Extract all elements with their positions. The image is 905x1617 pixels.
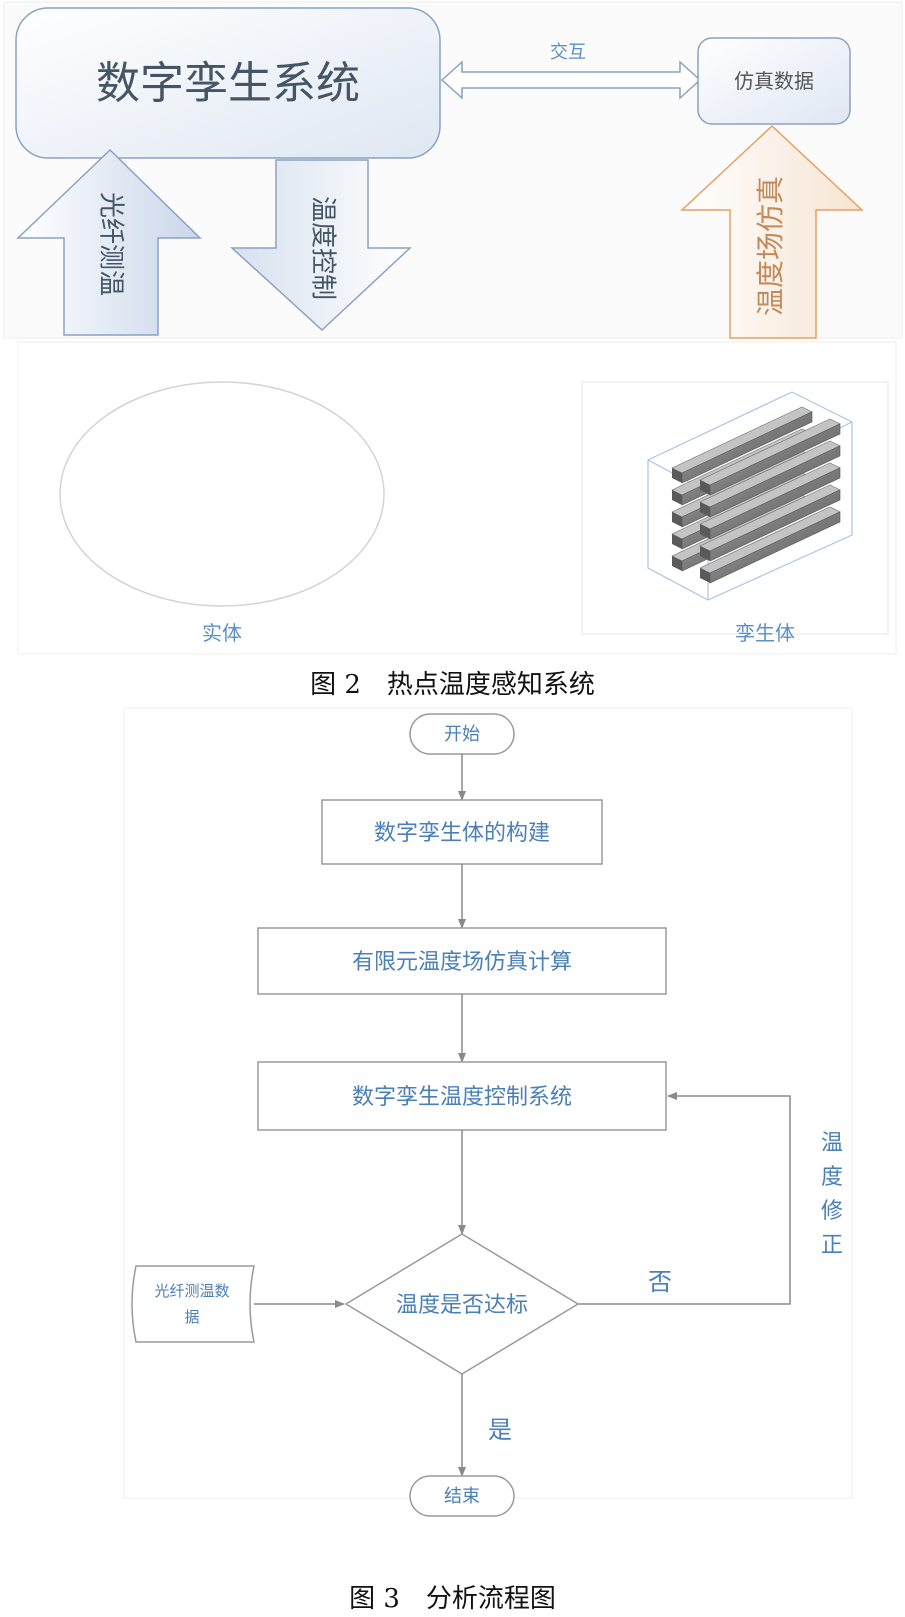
step-fem-simulation bbox=[257, 927, 667, 995]
fiber-data-label-line1: 光纤测温数 bbox=[154, 1282, 229, 1300]
twin-bar-end bbox=[700, 568, 710, 583]
correction-char: 修 bbox=[821, 1199, 843, 1224]
entity-ellipse bbox=[59, 381, 385, 607]
system-title: 数字孪生系统 bbox=[96, 58, 360, 109]
twin-label: 孪生体 bbox=[735, 621, 795, 645]
twin-bar-end bbox=[700, 524, 710, 539]
feedback-arrow bbox=[578, 1092, 791, 1305]
sim-data-box bbox=[697, 37, 851, 125]
yes-label: 是 bbox=[488, 1416, 512, 1444]
twin-bar-end bbox=[700, 502, 710, 517]
twin-model-icon bbox=[647, 391, 853, 601]
digital-twin-system-diagram: 数字孪生系统 交互 仿真数据 光纤测温 温度控制 温度场仿真 实体 孪生体 bbox=[3, 1, 903, 655]
correction-char: 度 bbox=[821, 1165, 843, 1190]
twin-bar-end bbox=[672, 512, 682, 527]
twin-bar-face bbox=[709, 489, 841, 562]
step-temp-control-system-label: 数字孪生温度控制系统 bbox=[352, 1085, 572, 1110]
twin-bar-face bbox=[681, 411, 813, 484]
step-temp-control-system bbox=[257, 1061, 667, 1131]
twin-bar-face bbox=[709, 467, 841, 540]
step-build-twin bbox=[321, 799, 603, 865]
twin-bar-end bbox=[672, 534, 682, 549]
step-fem-simulation-label: 有限元温度场仿真计算 bbox=[352, 950, 572, 975]
twin-bar-end bbox=[700, 480, 710, 495]
twin-bar-face bbox=[709, 445, 841, 518]
end-label: 结束 bbox=[444, 1486, 480, 1507]
end-node bbox=[409, 1475, 515, 1517]
correction-label: 温 度 修 正 bbox=[821, 1131, 843, 1258]
start-label: 开始 bbox=[444, 724, 480, 745]
fiber-measure-arrow bbox=[16, 148, 202, 336]
twin-bar-face bbox=[709, 511, 841, 584]
figure3-caption: 图 3 分析流程图 bbox=[349, 1584, 556, 1614]
twin-bar-end bbox=[672, 556, 682, 571]
twin-bar-end bbox=[672, 490, 682, 505]
fiber-data-label-line2: 据 bbox=[184, 1308, 199, 1326]
fiber-measure-label: 光纤测温 bbox=[96, 192, 126, 296]
entity-label: 实体 bbox=[202, 621, 242, 645]
temp-field-sim-label: 温度场仿真 bbox=[754, 176, 787, 316]
correction-char: 正 bbox=[821, 1233, 843, 1258]
twin-bar-face bbox=[709, 423, 841, 496]
correction-char: 温 bbox=[821, 1131, 843, 1156]
no-label: 否 bbox=[648, 1268, 672, 1296]
twin-bar-end bbox=[672, 468, 682, 483]
temp-field-sim-arrow bbox=[680, 124, 864, 339]
temp-control-arrow bbox=[230, 159, 412, 332]
fiber-data-input bbox=[131, 1265, 255, 1343]
sim-data-label: 仿真数据 bbox=[734, 69, 814, 93]
system-box bbox=[15, 7, 441, 159]
figure2-caption: 图 2 热点温度感知系统 bbox=[310, 670, 595, 700]
step-build-twin-label: 数字孪生体的构建 bbox=[374, 821, 550, 846]
interaction-label: 交互 bbox=[550, 42, 586, 63]
decision-label: 温度是否达标 bbox=[396, 1293, 528, 1318]
temp-control-label: 温度控制 bbox=[308, 196, 338, 300]
twin-bar-end bbox=[700, 546, 710, 561]
analysis-flowchart: 开始 数字孪生体的构建 有限元温度场仿真计算 数字孪生温度控制系统 温度是否达标… bbox=[123, 707, 853, 1517]
